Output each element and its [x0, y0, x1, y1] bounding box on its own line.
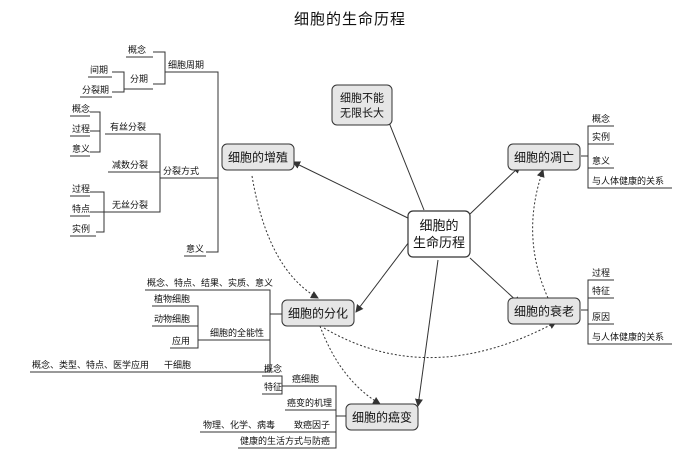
branch-application	[170, 340, 199, 349]
label-c-feature: 特征	[264, 381, 282, 393]
node-aging-box	[507, 297, 581, 325]
dashed-aging-death	[532, 169, 549, 299]
label-amitosis: 无丝分裂	[112, 199, 148, 211]
branch-division-phase	[112, 84, 125, 93]
label-plant: 植物细胞	[154, 293, 190, 305]
label-division-phase: 分裂期	[82, 85, 109, 96]
node-death-box	[507, 143, 581, 171]
page-title: 细胞的生命历程	[293, 10, 406, 28]
branch-stem	[136, 314, 271, 373]
link-center-differentiation	[355, 237, 413, 313]
label-summary: 概念、特点、结果、实质、意义	[147, 277, 273, 289]
label-a-process: 过程	[72, 183, 90, 195]
label-a-example: 实例	[72, 223, 90, 235]
link-center-cancer	[414, 259, 439, 407]
label-division-mode: 分裂方式	[163, 165, 199, 177]
node-differentiation-label: 细胞的分化	[288, 305, 348, 320]
branch-mitosis	[148, 133, 161, 178]
label-carcinogen: 致癌因子	[294, 419, 330, 431]
label-a-feature: 特点	[72, 203, 90, 215]
dashed-differentiation-aging	[323, 321, 557, 358]
bracket-cycle	[165, 71, 219, 156]
branch-mitosis-meaning	[90, 134, 101, 153]
node-proliferation-label: 细胞的增殖	[228, 149, 288, 164]
branch-prevention	[238, 416, 337, 449]
link-center-aging	[469, 257, 521, 305]
label-d-meaning: 意义	[592, 155, 610, 167]
branch-amitosis-process	[90, 191, 105, 212]
branch-death-health	[587, 168, 672, 189]
center-node-label: 细胞的生命历程	[413, 218, 465, 251]
center-node-box	[407, 210, 471, 258]
node-death: 细胞的凋亡	[507, 143, 581, 171]
branch-cancer-cell	[290, 385, 346, 417]
label-carcinogen-types: 物理、化学、病毒	[203, 419, 275, 431]
node-limit-label: 细胞不能无限长大	[340, 90, 384, 119]
branch-meiosis	[148, 171, 161, 178]
label-cancer-cell: 癌细胞	[292, 373, 319, 385]
node-proliferation-box	[221, 143, 295, 171]
branch-phase	[153, 72, 166, 85]
dashed-differentiation-cancer	[319, 325, 381, 405]
node-death-label: 细胞的凋亡	[514, 149, 574, 164]
branch-mitosis-process	[90, 130, 101, 134]
label-concept: 概念	[128, 44, 146, 56]
node-limit: 细胞不能无限长大	[331, 84, 393, 126]
branch-animal	[152, 325, 199, 340]
label-ag-health: 与人体健康的关系	[592, 331, 664, 343]
label-m-meaning: 意义	[72, 143, 90, 155]
label-animal: 动物细胞	[154, 313, 190, 325]
label-stem: 干细胞	[164, 359, 191, 371]
branch-aging-health	[587, 324, 672, 345]
branch-amitosis-example	[96, 212, 105, 233]
node-differentiation-box	[281, 299, 355, 327]
node-aging-label: 细胞的衰老	[514, 303, 574, 318]
label-totipotency: 细胞的全能性	[210, 327, 264, 339]
link-center-death	[469, 165, 521, 215]
label-mechanism: 癌变的机理	[287, 397, 332, 409]
label-meiosis: 减数分裂	[112, 159, 148, 171]
node-proliferation: 细胞的增殖	[221, 143, 295, 171]
label-mitosis: 有丝分裂	[110, 121, 146, 133]
label-application: 应用	[172, 335, 190, 347]
label-c-concept: 概念	[264, 363, 282, 375]
label-ag-feature: 特征	[592, 285, 610, 297]
branch-interphase	[112, 71, 125, 84]
label-m-process: 过程	[72, 123, 90, 135]
node-aging: 细胞的衰老	[507, 297, 581, 325]
branch-mitosis-concept	[90, 111, 101, 134]
branch-cancer-concept	[262, 375, 290, 387]
node-differentiation: 细胞的分化	[281, 299, 355, 327]
center-node: 细胞的生命历程	[407, 210, 471, 258]
branch-cancer-feature	[262, 386, 283, 395]
label-m-concept: 概念	[72, 103, 90, 115]
link-center-limit	[385, 114, 425, 211]
node-cancer: 细胞的癌变	[345, 403, 419, 431]
label-prevention: 健康的生活方式与防癌	[240, 435, 330, 447]
label-d-health: 与人体健康的关系	[592, 175, 664, 187]
branch-plant	[152, 305, 208, 341]
branch-concept	[153, 51, 166, 72]
label-interphase: 间期	[90, 64, 108, 76]
label-ag-cause: 原因	[592, 312, 610, 323]
branch-meaning	[206, 156, 219, 253]
branch-amitosis	[148, 178, 161, 213]
label-ag-process: 过程	[592, 267, 610, 279]
dashed-proliferation-differentiation	[251, 175, 319, 299]
branch-division-mode-join	[208, 156, 219, 179]
label-phase: 分期	[130, 74, 148, 85]
label-d-concept: 概念	[592, 113, 610, 125]
link-center-proliferation	[292, 161, 413, 221]
node-cancer-box	[345, 403, 419, 431]
label-meaning: 意义	[186, 243, 204, 255]
node-limit-box	[331, 84, 393, 126]
label-stem-info: 概念、类型、特点、医学应用	[32, 359, 149, 371]
label-d-example: 实例	[592, 131, 610, 143]
branch-mechanism	[285, 409, 337, 416]
label-cycle: 细胞周期	[168, 59, 204, 71]
node-cancer-label: 细胞的癌变	[352, 409, 412, 424]
branch-summary	[145, 289, 282, 315]
